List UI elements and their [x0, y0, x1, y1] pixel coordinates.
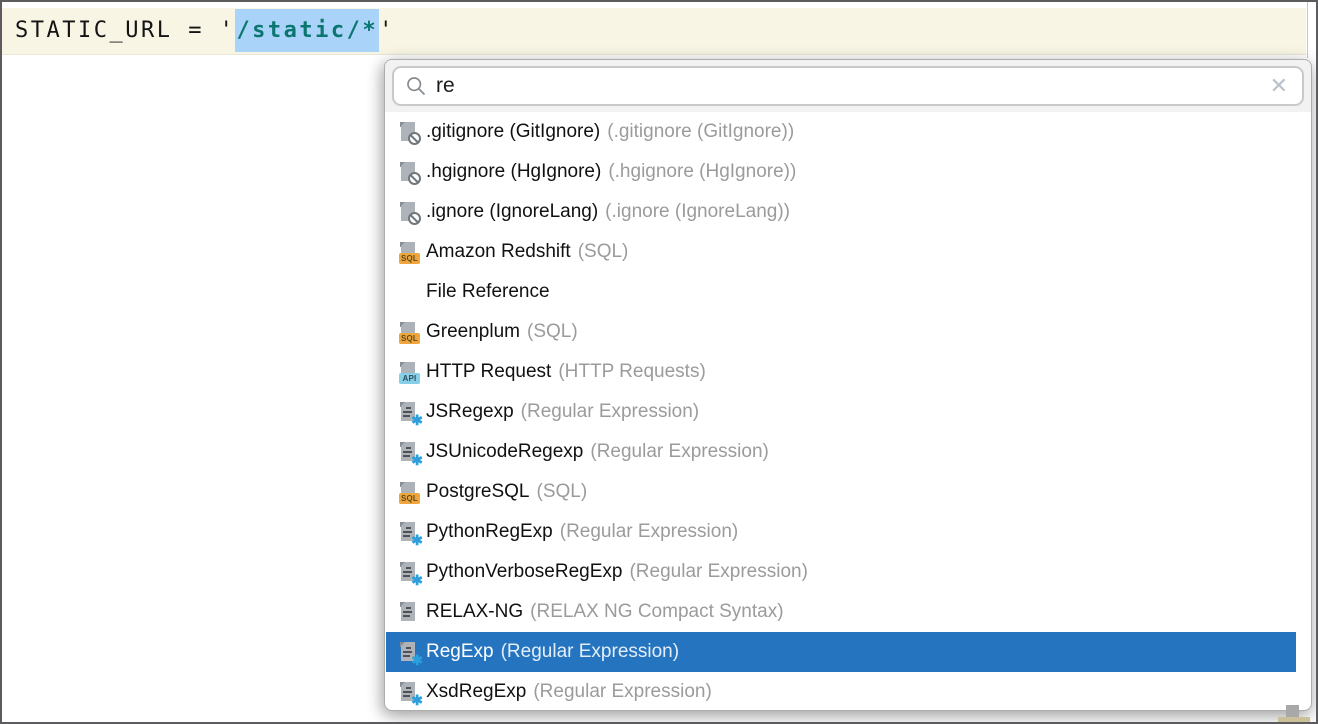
regexp-file-icon: ✱ — [398, 561, 423, 587]
regexp-star-badge: ✱ — [411, 412, 423, 428]
ignore-badge — [408, 132, 421, 145]
regexp-file-icon: ✱ — [398, 521, 423, 547]
scrollbar-thumb[interactable] — [1286, 705, 1299, 719]
ignore-file-icon — [398, 201, 421, 225]
close-icon[interactable]: ✕ — [1269, 73, 1288, 98]
regexp-star-badge: ✱ — [411, 572, 423, 588]
list-item[interactable]: .hgignore (HgIgnore) (.hgignore (HgIgnor… — [386, 152, 1296, 192]
list-item[interactable]: RELAX-NG (RELAX NG Compact Syntax) — [386, 592, 1296, 632]
text-file-icon — [398, 601, 420, 623]
ignore-file-icon — [398, 161, 421, 185]
code-selected-text: /static/* — [235, 9, 380, 52]
editor-scrollbar-divider — [1307, 2, 1308, 58]
ignore-badge — [408, 172, 421, 185]
list-item[interactable]: ✱ RegExp (Regular Expression) — [386, 632, 1296, 672]
list-item[interactable]: ✱ JSUnicodeRegexp (Regular Expression) — [386, 432, 1296, 472]
ignore-badge — [408, 212, 421, 225]
search-input[interactable] — [436, 74, 1268, 98]
ignore-file-icon — [398, 121, 421, 145]
sql-badge: SQL — [399, 493, 420, 504]
regexp-file-icon: ✱ — [398, 641, 423, 667]
list-item[interactable]: .ignore (IgnoreLang) (.ignore (IgnoreLan… — [386, 192, 1296, 232]
regexp-star-badge: ✱ — [411, 692, 423, 708]
list-item[interactable]: ✱ XsdRegExp (Regular Expression) — [386, 672, 1296, 709]
search-icon — [407, 77, 425, 95]
list-item[interactable]: API HTTP Request (HTTP Requests) — [386, 352, 1296, 392]
no-icon — [398, 281, 420, 303]
list-item[interactable]: SQL Amazon Redshift (SQL) — [386, 232, 1296, 272]
editor-code-line[interactable]: STATIC_URL = '/static/*' — [2, 8, 1306, 55]
regexp-file-icon: ✱ — [398, 681, 423, 707]
api-badge: API — [399, 373, 420, 384]
list-item[interactable]: .gitignore (GitIgnore) (.gitignore (GitI… — [386, 112, 1296, 152]
list-item[interactable]: ✱ PythonRegExp (Regular Expression) — [386, 512, 1296, 552]
code-prefix: STATIC_URL = ' — [15, 18, 236, 43]
regexp-file-icon: ✱ — [398, 401, 423, 427]
list-item[interactable]: File Reference — [386, 272, 1296, 312]
list-item[interactable]: SQL PostgreSQL (SQL) — [386, 472, 1296, 512]
language-injection-popup: ✕ .gitignore (GitIgnore) (.gitignore (Gi… — [384, 59, 1312, 711]
language-list: .gitignore (GitIgnore) (.gitignore (GitI… — [386, 112, 1310, 709]
sql-file-icon: SQL — [398, 481, 420, 504]
regexp-file-icon: ✱ — [398, 441, 423, 467]
regexp-star-badge: ✱ — [411, 532, 423, 548]
sql-file-icon: SQL — [398, 241, 420, 264]
popup-header: ✕ — [385, 60, 1311, 112]
regexp-star-badge: ✱ — [411, 652, 423, 668]
resize-grip[interactable] — [1278, 717, 1310, 722]
code-suffix: ' — [379, 18, 395, 43]
sql-file-icon: SQL — [398, 321, 420, 344]
list-item[interactable]: SQL Greenplum (SQL) — [386, 312, 1296, 352]
search-box[interactable]: ✕ — [392, 66, 1304, 106]
list-item[interactable]: ✱ JSRegexp (Regular Expression) — [386, 392, 1296, 432]
sql-badge: SQL — [399, 253, 420, 264]
regexp-star-badge: ✱ — [411, 452, 423, 468]
list-item[interactable]: ✱ PythonVerboseRegExp (Regular Expressio… — [386, 552, 1296, 592]
sql-badge: SQL — [399, 333, 420, 344]
api-file-icon: API — [398, 361, 420, 384]
